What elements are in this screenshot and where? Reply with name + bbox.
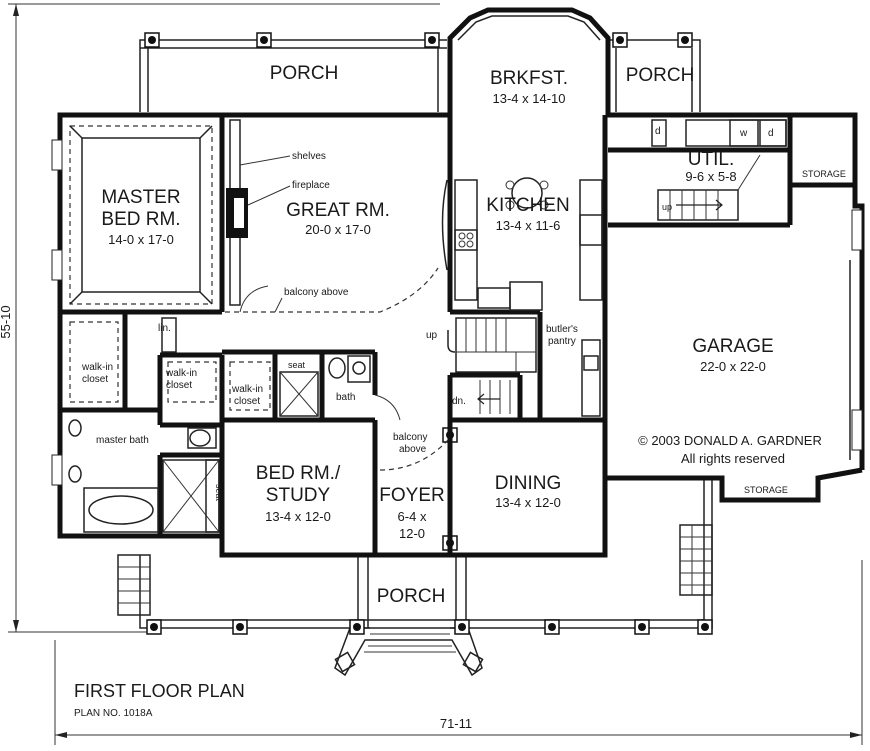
door-swings (239, 285, 401, 421)
stair-up-label: up (426, 330, 438, 341)
master-bed-name-2: BED RM. (101, 209, 180, 230)
walkin-closet-b-label-1: walk-in (165, 368, 197, 379)
kitchen-size: 13-4 x 11-6 (496, 218, 561, 233)
dining-name: DINING (495, 473, 562, 494)
seat-tub-label: seat (214, 484, 224, 502)
depth-dimension-line (8, 3, 440, 633)
breakfast-bay (457, 15, 601, 41)
bath-fixtures (279, 355, 371, 417)
storage-bottom-label: STORAGE (744, 485, 788, 495)
kitchen-name: KITCHEN (486, 195, 569, 216)
butlers-pantry-counter (581, 339, 601, 417)
main-stairs (447, 317, 537, 414)
windows (51, 139, 863, 486)
garage-name: GARAGE (692, 336, 773, 357)
walkin-closet-c-label-2: closet (234, 396, 260, 407)
master-bath-fixtures (68, 317, 271, 533)
butlers-pantry-label-1: butler's (546, 324, 578, 335)
garage-size: 22-0 x 22-0 (700, 359, 766, 374)
linen-label: lin. (158, 323, 171, 334)
balcony-above-great-label: balcony above (284, 287, 349, 298)
exterior-walls (57, 7, 865, 558)
width-dimension-line (54, 560, 863, 745)
washer-label: w (739, 128, 748, 139)
fireplace-shelves (226, 119, 291, 306)
back-porch-left (139, 39, 447, 112)
porch-back-right-label: PORCH (626, 65, 695, 86)
walkin-closet-a-label-1: walk-in (81, 362, 113, 373)
dryer2-label: d (768, 128, 774, 139)
bed-study-name-1: BED RM./ (256, 463, 341, 484)
great-room-name: GREAT RM. (286, 200, 390, 221)
master-bath-label: master bath (96, 435, 149, 446)
width-dimension-text: 71-11 (440, 716, 472, 731)
great-room-size: 20-0 x 17-0 (305, 222, 371, 237)
seat-shower-label: seat (288, 360, 306, 370)
foyer-size-1: 6-4 x (398, 509, 427, 524)
walkin-closet-a-label-2: closet (82, 374, 108, 385)
utility-size: 9-6 x 5-8 (685, 169, 736, 184)
balcony-above-foyer-label-1: balcony (393, 432, 427, 443)
dining-size: 13-4 x 12-0 (495, 495, 561, 510)
walkin-closet-b-label-2: closet (166, 380, 192, 391)
bath-label: bath (336, 392, 355, 403)
utility-name: UTIL. (688, 149, 734, 170)
walkin-closet-c-label-1: walk-in (231, 384, 263, 395)
master-tray-ceiling (69, 125, 213, 305)
bed-study-size: 13-4 x 12-0 (265, 509, 331, 524)
copyright-line-2: All rights reserved (681, 451, 785, 466)
fireplace-label: fireplace (292, 180, 330, 191)
shelves-label: shelves (292, 151, 326, 162)
master-bed-name-1: MASTER (101, 187, 180, 208)
storage-right-label: STORAGE (802, 169, 846, 179)
balcony-outline-great (225, 267, 439, 313)
butlers-pantry-label-2: pantry (548, 336, 576, 347)
plan-number: PLAN NO. 1018A (74, 708, 153, 719)
balcony-outline-foyer (379, 439, 449, 471)
depth-dimension-text: 55-10 (0, 305, 13, 338)
dryer-label: d (655, 126, 661, 137)
interior-walls (60, 115, 855, 555)
balcony-above-foyer-label-2: above (399, 444, 427, 455)
util-up-label: up (662, 202, 672, 212)
copyright-line-1: © 2003 DONALD A. GARDNER (638, 433, 822, 448)
porch-front-label: PORCH (377, 586, 446, 607)
stair-down-label: dn. (452, 396, 466, 407)
plan-title: FIRST FLOOR PLAN (74, 681, 245, 701)
kitchen-counters (441, 177, 603, 311)
breakfast-size: 13-4 x 14-10 (493, 91, 566, 106)
porch-back-left-label: PORCH (270, 63, 339, 84)
master-bed-size: 14-0 x 17-0 (108, 232, 174, 247)
bed-study-name-2: STUDY (266, 485, 331, 506)
foyer-size-2: 12-0 (399, 526, 425, 541)
foyer-name: FOYER (379, 485, 444, 506)
breakfast-name: BRKFST. (490, 68, 568, 89)
utility-fixtures (651, 119, 787, 221)
